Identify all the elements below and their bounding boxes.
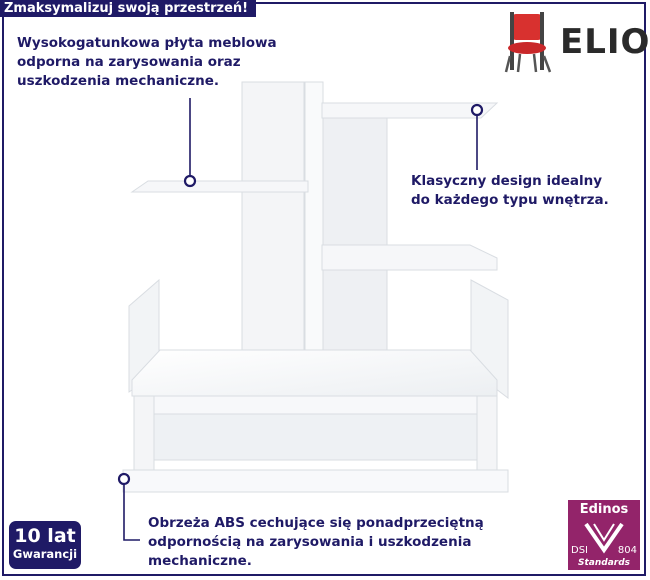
callout-line: mechaniczne.: [148, 553, 252, 569]
callout-line: do każdego typu wnętrza.: [411, 192, 609, 208]
callout-design: Klasyczny design idealny do każdego typu…: [411, 172, 609, 210]
headline-banner: Zmaksymalizuj swoją przestrzeń!: [0, 0, 257, 17]
callout-marker-edges: [117, 472, 131, 486]
callout-line: Wysokogatunkowa płyta meblowa: [17, 35, 277, 51]
callout-marker-design: [470, 103, 484, 117]
chair-icon: [504, 12, 552, 73]
brand-logo: ELIOR: [500, 8, 650, 78]
checkmark-icon: [584, 522, 624, 554]
certificate-name: Edinos: [579, 502, 629, 517]
leader-line-edges: [123, 481, 140, 541]
callout-material: Wysokogatunkowa płyta meblowa odporna na…: [17, 34, 277, 91]
callout-line: odporna na zarysowania oraz: [17, 54, 241, 70]
callout-line: uszkodzenia mechaniczne.: [17, 73, 220, 89]
callout-line: Obrzeża ABS cechujące się ponadprzeciętn…: [148, 515, 484, 531]
certificate-label: Standards: [577, 558, 631, 568]
certificate-code-right: 804: [617, 545, 637, 556]
callout-line: odpornością na zarysowania i uszkodzenia: [148, 534, 472, 550]
warranty-badge: 10 lat Gwarancji: [9, 521, 81, 569]
callout-line: Klasyczny design idealny: [411, 173, 603, 189]
certificate-code-left: DSI: [571, 545, 588, 556]
certificate-badge: Edinos DSI 804 Standards: [568, 500, 640, 570]
warranty-years: 10 lat: [14, 525, 76, 547]
callout-edges: Obrzeża ABS cechujące się ponadprzeciętn…: [148, 514, 484, 571]
callout-marker-material: [183, 174, 197, 188]
brand-name: ELIOR: [560, 22, 650, 62]
warranty-label: Gwarancji: [12, 547, 78, 561]
